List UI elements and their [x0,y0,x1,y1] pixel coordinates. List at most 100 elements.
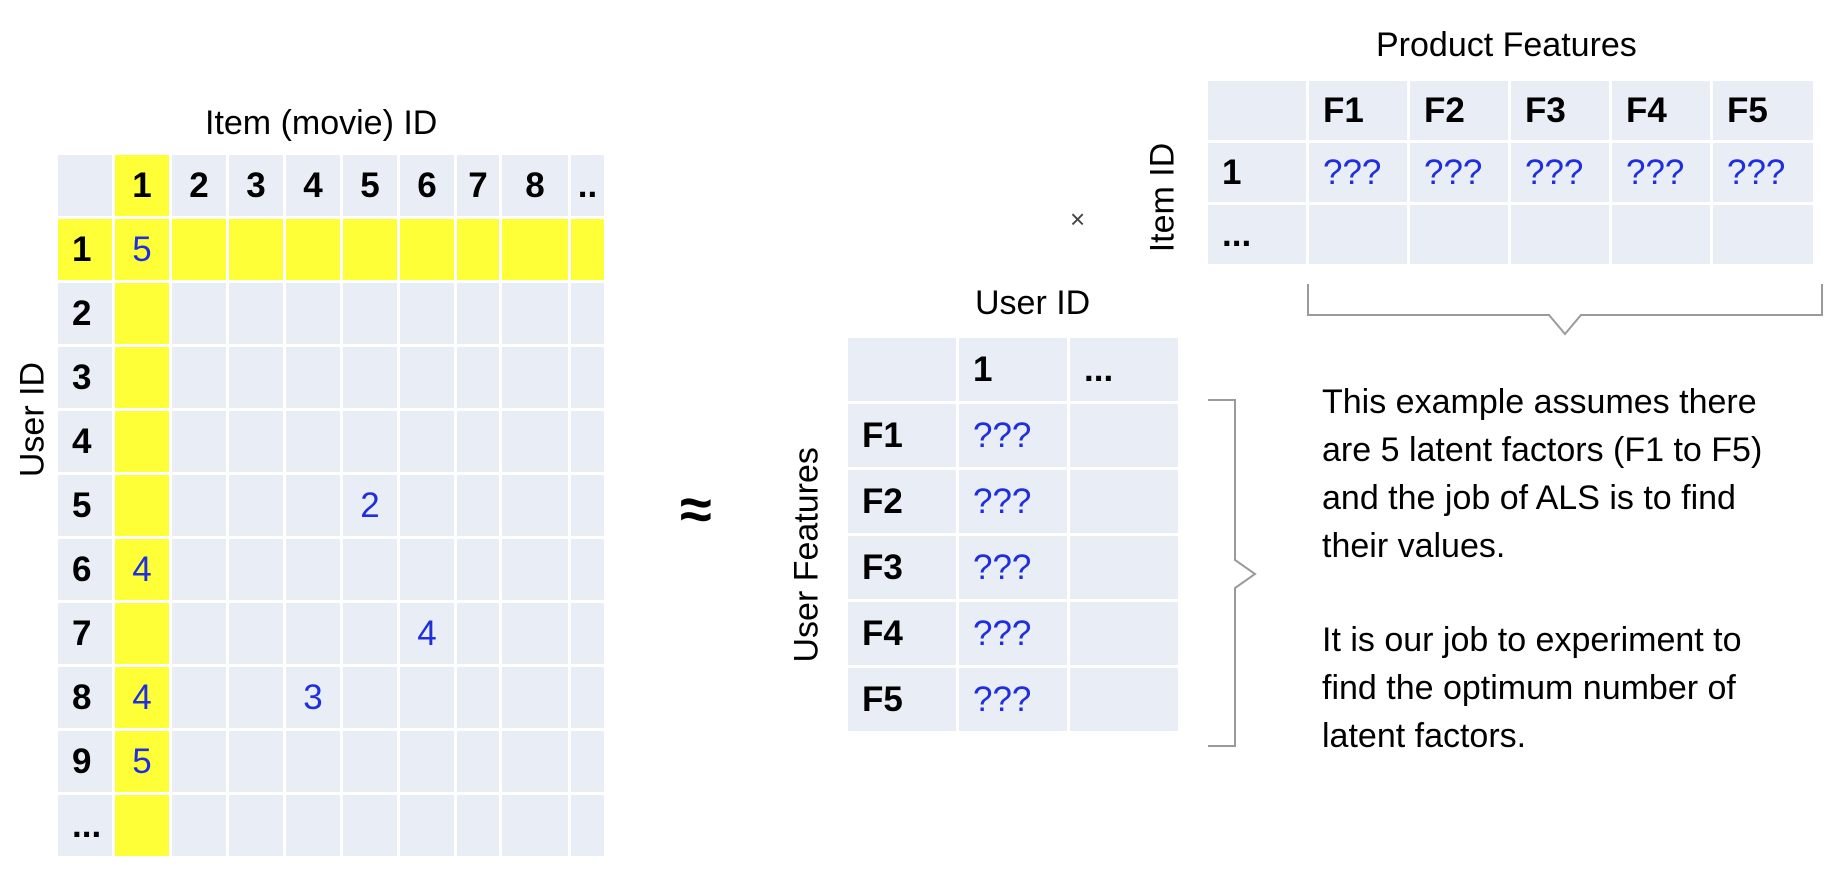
explanation-paragraph-1: This example assumes there are 5 latent … [1322,378,1762,570]
rating-matrix-column-header: 7 [457,155,499,216]
rating-matrix-cell [115,603,169,664]
item-feature-matrix-column-header: F3 [1511,81,1609,140]
item-feature-matrix-row-header: 1 [1208,143,1306,202]
rating-matrix-cell [400,795,454,856]
rating-matrix-row-header: 1 [58,219,112,280]
rating-matrix-column-header: 2 [172,155,226,216]
rating-matrix-row-header: 8 [58,667,112,728]
rating-matrix-cell: 5 [115,731,169,792]
rating-matrix-cell [286,347,340,408]
rating-matrix-cell [400,667,454,728]
user-feature-matrix: 1...F1???F2???F3???F4???F5??? [845,335,1181,734]
user-feature-matrix-cell: ??? [959,470,1067,533]
rating-matrix-cell [172,731,226,792]
rating-matrix-column-header: .. [571,155,604,216]
rating-matrix-cell [286,219,340,280]
item-feature-matrix-column-header: F5 [1713,81,1813,140]
rating-matrix-cell [457,475,499,536]
rating-matrix-cell [229,667,283,728]
rating-matrix-cell [172,603,226,664]
rating-matrix-cell [502,411,568,472]
user-feature-matrix-row: F1??? [848,404,1178,467]
item-feature-matrix-cell: ??? [1511,143,1609,202]
user-feature-matrix-header-row: 1... [848,338,1178,401]
rating-matrix-cell [286,411,340,472]
item-feature-matrix-cell [1410,205,1508,264]
explanation-line: their values. [1322,527,1506,565]
rating-matrix-cell [172,539,226,600]
rating-matrix-cell [229,347,283,408]
rating-matrix-cell [571,475,604,536]
rating-matrix-cell [571,283,604,344]
explanation-line: It is our job to experiment to [1322,621,1742,659]
rating-matrix-cell [343,539,397,600]
rating-matrix-cell [172,411,226,472]
rating-matrix-cell [115,795,169,856]
rating-matrix-cell [286,539,340,600]
user-feature-matrix-cell [1070,404,1178,467]
rating-matrix-cell: 2 [343,475,397,536]
rating-matrix-cell [286,795,340,856]
item-feature-matrix-cell: ??? [1410,143,1508,202]
item-feature-matrix-cell [1511,205,1609,264]
rating-matrix-cell [115,347,169,408]
rating-matrix-row-header: 2 [58,283,112,344]
rating-matrix-cell [400,283,454,344]
explanation-line: find the optimum number of [1322,669,1736,707]
rating-matrix-cell [502,731,568,792]
rating-matrix-cell [457,347,499,408]
rating-matrix-row-header: 6 [58,539,112,600]
rating-matrix-cell [172,795,226,856]
rating-matrix-cell [400,411,454,472]
rating-matrix-cell [400,347,454,408]
rating-matrix-cell [229,411,283,472]
user-feature-matrix-cell [1070,536,1178,599]
rating-matrix-cell [229,603,283,664]
item-feature-matrix-cell [1612,205,1710,264]
rating-matrix-cell [571,795,604,856]
user-feature-matrix-row: F3??? [848,536,1178,599]
user-feature-matrix-cell [1070,602,1178,665]
item-feature-matrix-cell [1713,205,1813,264]
rating-matrix-cell [457,539,499,600]
rating-matrix-cell [286,731,340,792]
rating-matrix-cell [343,667,397,728]
rating-matrix-cell: 4 [400,603,454,664]
explanation-line: latent factors. [1322,717,1527,755]
rating-matrix-cell [571,667,604,728]
user-feature-matrix-corner-cell [848,338,956,401]
item-feature-matrix-column-header: F1 [1309,81,1407,140]
explanation-line: are 5 latent factors (F1 to F5) [1322,431,1763,469]
rating-matrix-row-header: ... [58,795,112,856]
rating-matrix-cell [457,731,499,792]
rating-matrix-cell [286,283,340,344]
rating-matrix-cell [571,347,604,408]
rating-matrix-row-header: 3 [58,347,112,408]
user-feature-matrix-row: F5??? [848,668,1178,731]
multiply-symbol: × [1070,204,1086,234]
rating-matrix-cell [115,283,169,344]
item-feature-matrix-cell: ??? [1309,143,1407,202]
rating-matrix-row: 3 [58,347,604,408]
rating-matrix-cell: 5 [115,219,169,280]
rating-matrix-cell [115,411,169,472]
rating-matrix-cell [571,219,604,280]
item-feature-matrix-cell [1309,205,1407,264]
rating-matrix-cell [502,283,568,344]
rating-matrix-cell [172,347,226,408]
rating-matrix-cell [343,219,397,280]
rating-matrix-cell [286,475,340,536]
user-feature-matrix-cell [1070,668,1178,731]
rating-matrix-cell [229,795,283,856]
item-feature-matrix-row: 1??????????????? [1208,143,1813,202]
user-feature-matrix-cell: ??? [959,404,1067,467]
rating-matrix-cell [502,667,568,728]
rating-matrix-cell [571,411,604,472]
rating-matrix-cell [343,411,397,472]
